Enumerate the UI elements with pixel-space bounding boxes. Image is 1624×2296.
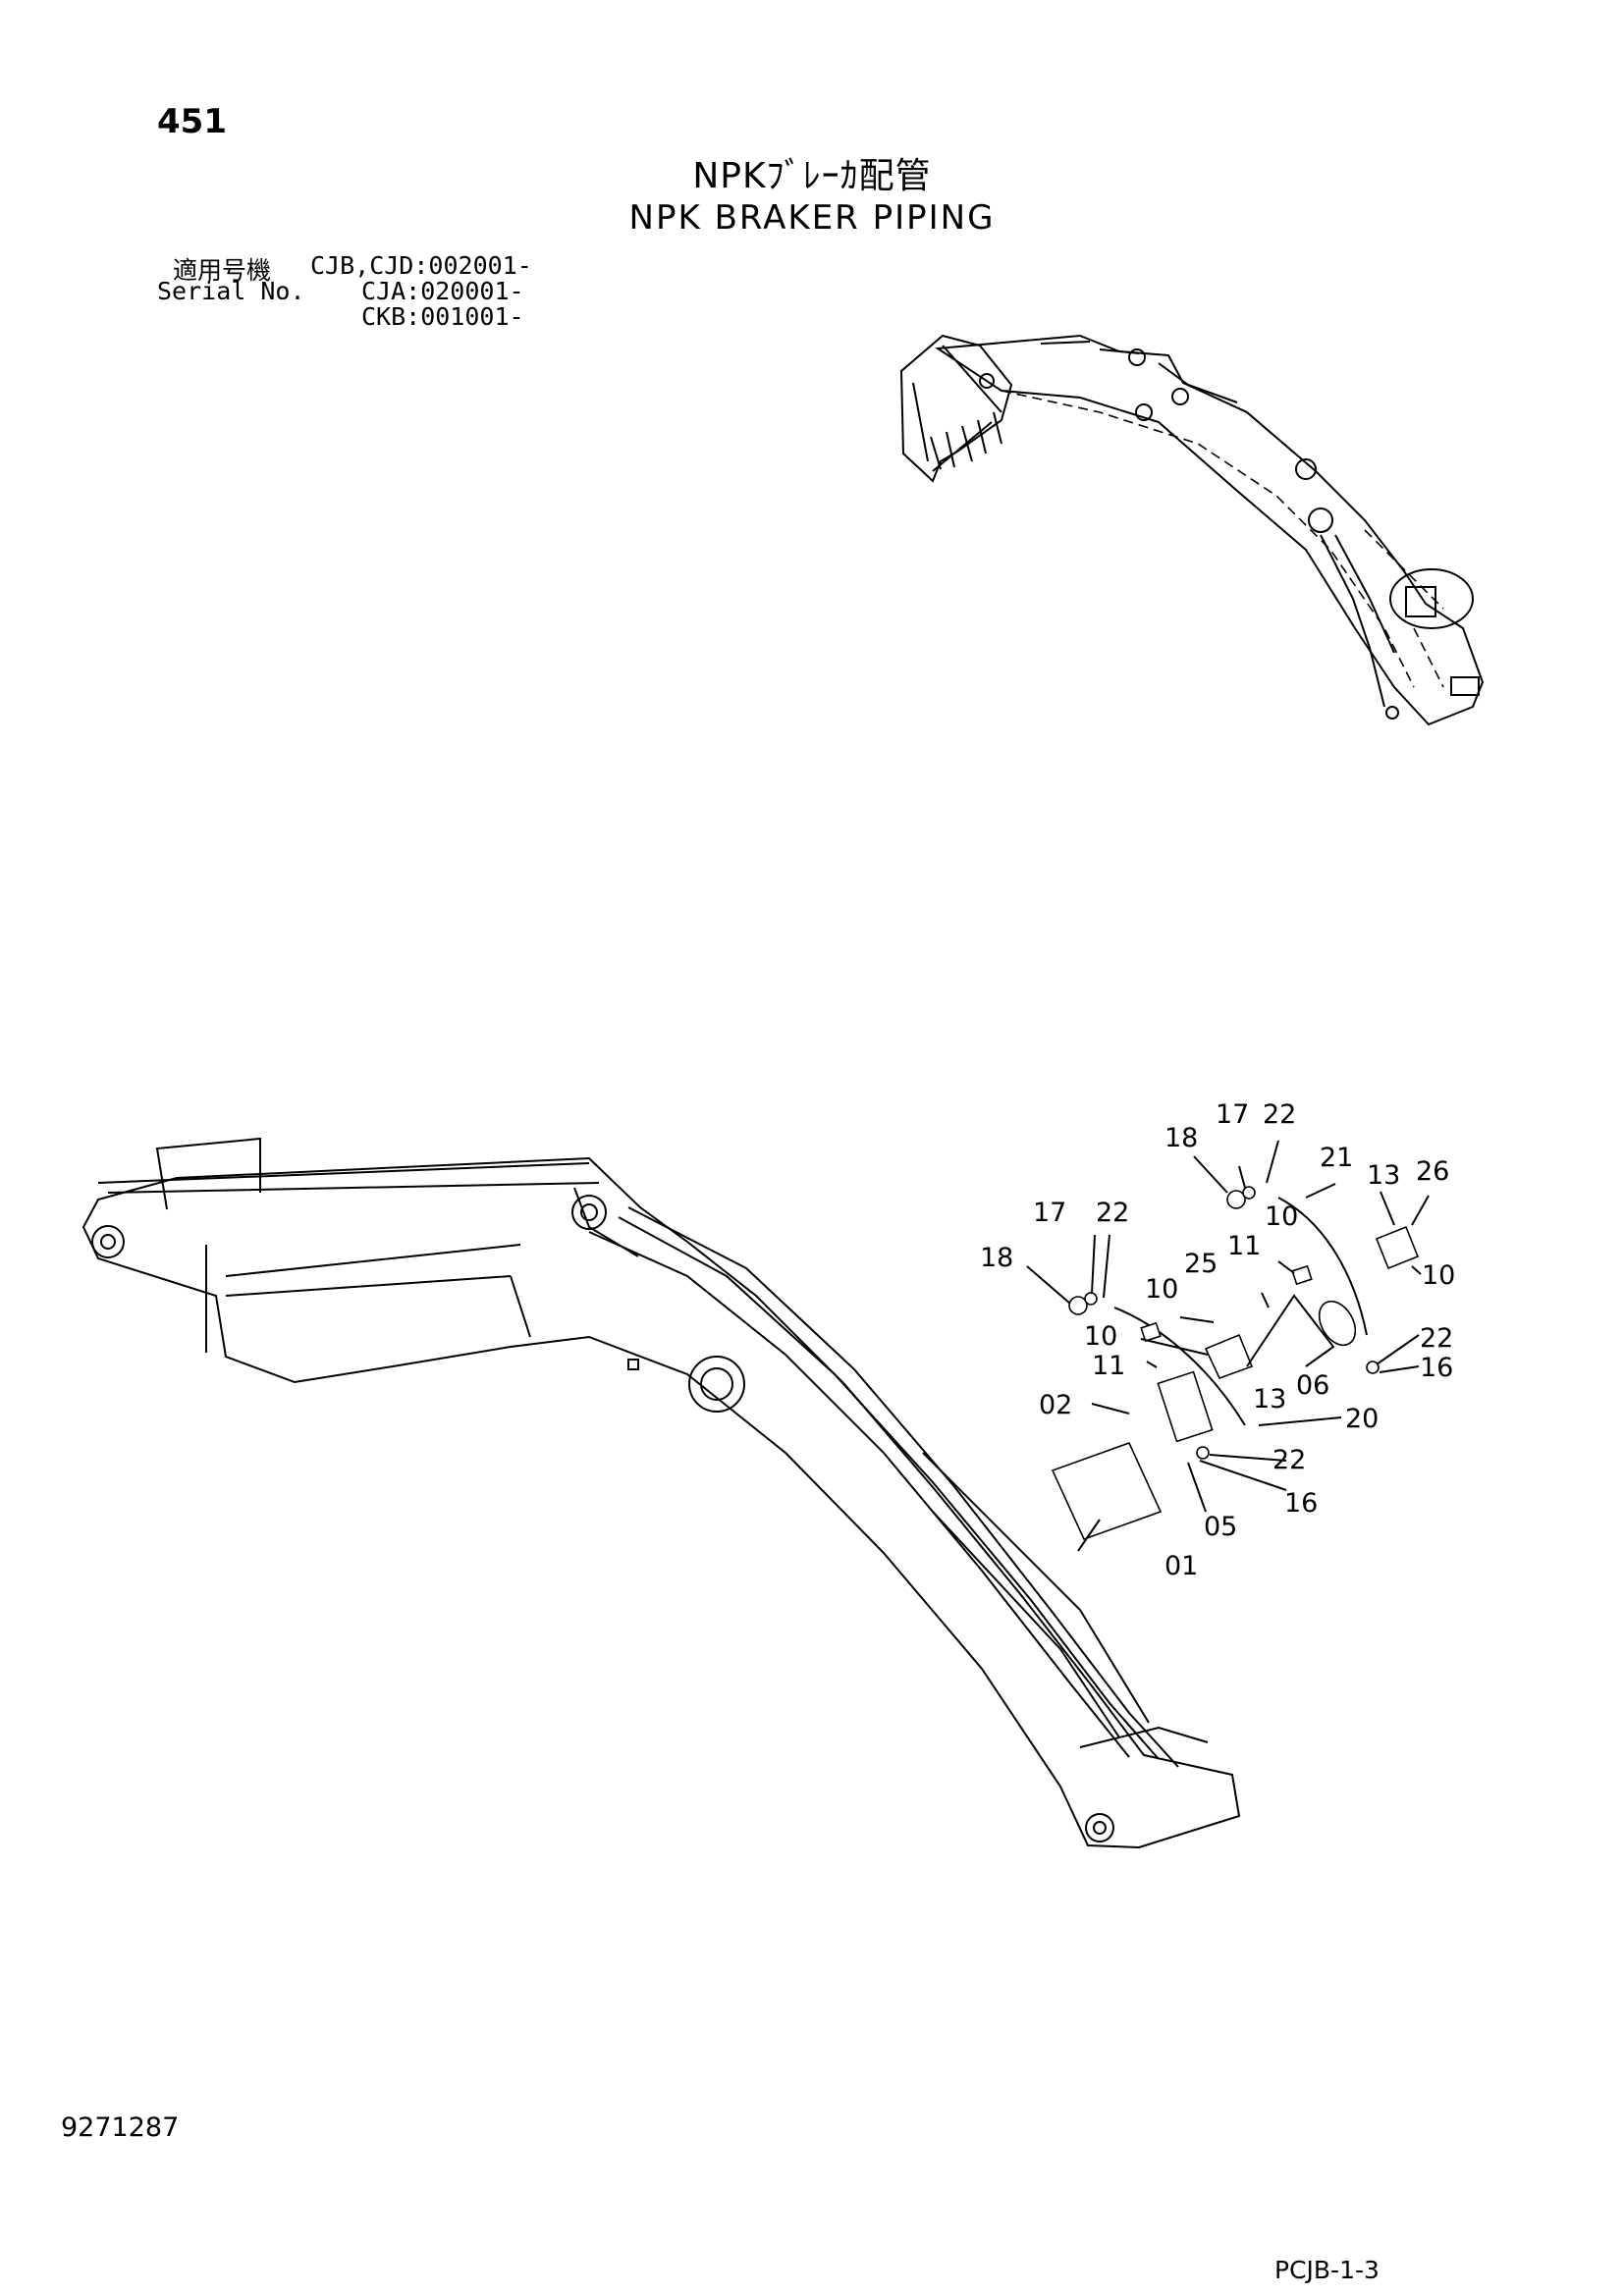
- callout-label: 20: [1345, 1404, 1379, 1434]
- callout-label: 01: [1164, 1551, 1198, 1581]
- callout-label: 11: [1227, 1231, 1261, 1261]
- serial-range: CJB,CJD:002001-: [310, 251, 532, 280]
- title-japanese: NPKﾌﾞﾚｰｶ配管: [692, 156, 932, 196]
- serial-range: CJA:020001-: [361, 277, 524, 305]
- callout-label: 06: [1296, 1370, 1329, 1401]
- title-english: NPK BRAKER PIPING: [628, 198, 996, 238]
- leader-lines: [1026, 1140, 1430, 1513]
- serial-label-english: Serial No.: [157, 277, 305, 305]
- document-id: 9271287: [61, 2112, 180, 2143]
- boom-illustration: [81, 1137, 1241, 1849]
- callouts: 17 22 18 21 13 26 10 17 22 11 10 18 25 1…: [980, 1099, 1455, 1581]
- callout-label: 02: [1039, 1390, 1072, 1420]
- callout-label: 16: [1284, 1488, 1318, 1519]
- callout-label: 22: [1272, 1445, 1306, 1475]
- page-number: 451: [157, 102, 227, 141]
- callout-label: 17: [1033, 1198, 1066, 1228]
- callout-label: 18: [980, 1243, 1013, 1273]
- overview-illustration: [899, 334, 1485, 726]
- callout-label: 22: [1096, 1198, 1129, 1228]
- callout-label: 11: [1092, 1351, 1125, 1381]
- callout-label: 26: [1416, 1156, 1449, 1187]
- callout-label: 25: [1184, 1249, 1218, 1279]
- page-code: PCJB-1-3: [1274, 2256, 1380, 2284]
- callout-label: 18: [1164, 1123, 1198, 1153]
- callout-label: 13: [1367, 1160, 1400, 1191]
- callout-label: 10: [1084, 1321, 1117, 1352]
- callout-label: 13: [1253, 1384, 1286, 1415]
- parts-exploded: [1051, 1186, 1420, 1552]
- callout-label: 16: [1420, 1353, 1453, 1383]
- callout-label: 10: [1145, 1274, 1178, 1305]
- serial-label-japanese: 適用号機: [173, 256, 272, 285]
- callout-label: 22: [1263, 1099, 1296, 1130]
- callout-label: 21: [1320, 1143, 1353, 1173]
- callout-label: 22: [1420, 1323, 1453, 1354]
- serial-range: CKB:001001-: [361, 302, 524, 331]
- callout-label: 05: [1204, 1512, 1237, 1542]
- callout-label: 10: [1422, 1260, 1455, 1291]
- callout-label: 10: [1265, 1201, 1298, 1232]
- callout-label: 17: [1216, 1099, 1249, 1130]
